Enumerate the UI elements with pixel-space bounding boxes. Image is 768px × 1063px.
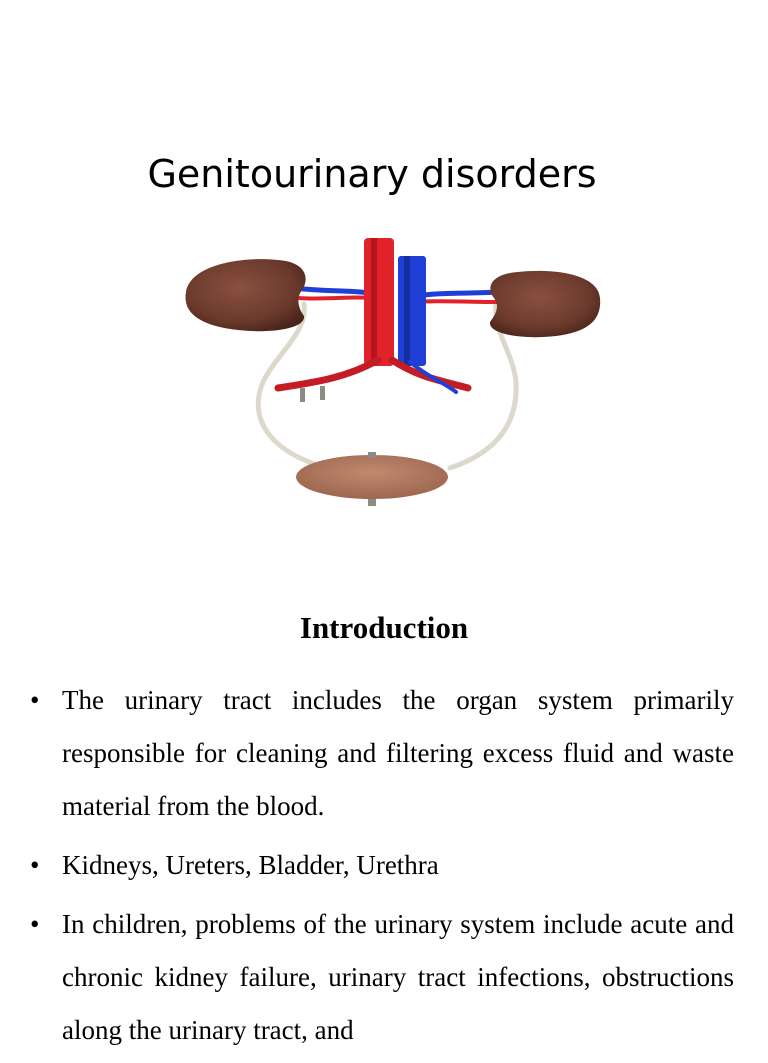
renal-vessels — [290, 285, 501, 304]
slide-title: Genitourinary disorders — [147, 152, 597, 196]
list-item: • The urinary tract includes the organ s… — [30, 674, 734, 833]
list-item: • Kidneys, Ureters, Bladder, Urethra — [30, 839, 734, 892]
bullet-icon: • — [30, 850, 40, 880]
bullet-text: The urinary tract includes the organ sys… — [62, 685, 734, 821]
bullet-text: In children, problems of the urinary sys… — [62, 909, 734, 1045]
bullet-list: • The urinary tract includes the organ s… — [30, 674, 734, 1063]
right-kidney — [489, 270, 601, 338]
great-vessels — [274, 238, 472, 402]
urinary-system-illustration — [185, 238, 601, 506]
left-kidney — [185, 259, 306, 332]
bullet-text: Kidneys, Ureters, Bladder, Urethra — [62, 850, 439, 880]
section-heading: Introduction — [299, 610, 469, 645]
bullet-icon: • — [30, 909, 40, 939]
bullet-icon: • — [30, 685, 40, 715]
bladder — [296, 455, 448, 499]
list-item: • In children, problems of the urinary s… — [30, 898, 734, 1057]
